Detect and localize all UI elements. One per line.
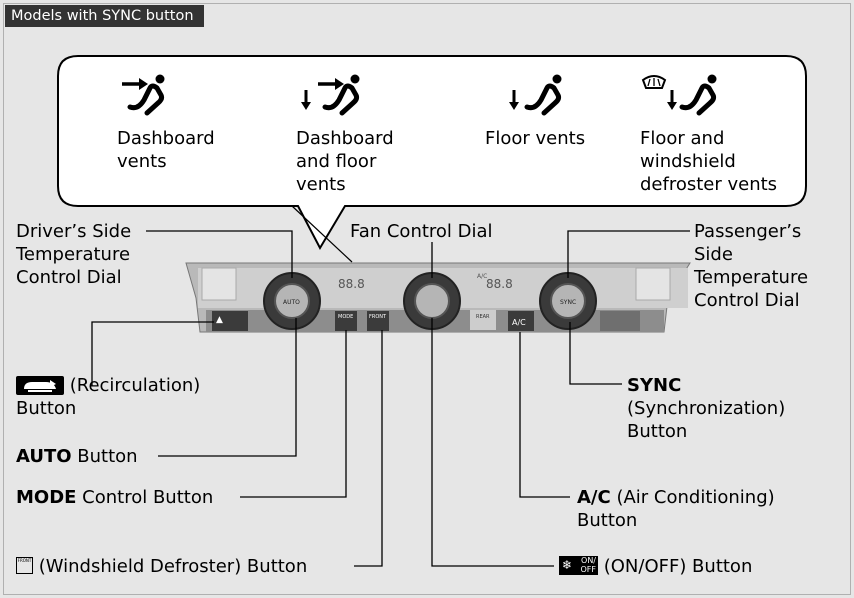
dashboard-vents-icon — [122, 74, 165, 116]
floor-vents-icon — [509, 74, 562, 116]
dashboard-floor-vents-icon — [301, 74, 360, 116]
climate-control-panel: ▲ 88.8 88.8 A/C MODE FRONT REAR A/C AUTO… — [185, 262, 691, 333]
rear-defrost-button-label: REAR — [476, 314, 490, 320]
auto-dial-label: AUTO — [283, 299, 300, 306]
left-temp-display: 88.8 — [338, 277, 365, 291]
sync-dial-label: SYNC — [560, 299, 576, 306]
leader-lines — [91, 230, 690, 567]
right-temp-display: 88.8 — [486, 277, 513, 291]
callout-windshield-defroster-button: FRONT (Windshield Defroster) Button — [16, 556, 308, 577]
floor-windshield-defroster-icon — [641, 74, 717, 116]
callout-mode-button: MODE Control Button — [16, 487, 214, 508]
callout-recirculation-button: (Recirculation) Button — [16, 375, 201, 419]
mode-button-label: MODE — [338, 314, 353, 320]
svg-text:▲: ▲ — [216, 315, 223, 325]
callout-auto-button: AUTO Button — [16, 446, 138, 467]
fan-onoff-icon: ❄ ON/OFF — [559, 555, 598, 575]
recirculation-icon — [16, 375, 64, 395]
front-defrost-button-label: FRONT — [369, 314, 387, 320]
right-display-ac-indicator: A/C — [477, 273, 487, 280]
callout-onoff-button: ❄ ON/OFF (ON/OFF) Button — [559, 555, 752, 578]
ac-button-label: A/C — [512, 318, 526, 327]
callout-ac-button: A/C (Air Conditioning) Button — [577, 487, 775, 531]
front-defrost-icon: FRONT — [16, 556, 33, 574]
recirculation-icon-graphic — [24, 379, 56, 392]
callout-fan-control-dial: Fan Control Dial — [350, 221, 493, 242]
callout-sync-button: SYNC (Synchronization) Button — [627, 375, 786, 442]
model-tab-label: Models with SYNC button — [5, 5, 204, 27]
vent-modes-bubble — [57, 55, 807, 251]
figure-frame — [3, 3, 851, 595]
vent-mode-label-floor: Floor vents — [485, 128, 586, 149]
